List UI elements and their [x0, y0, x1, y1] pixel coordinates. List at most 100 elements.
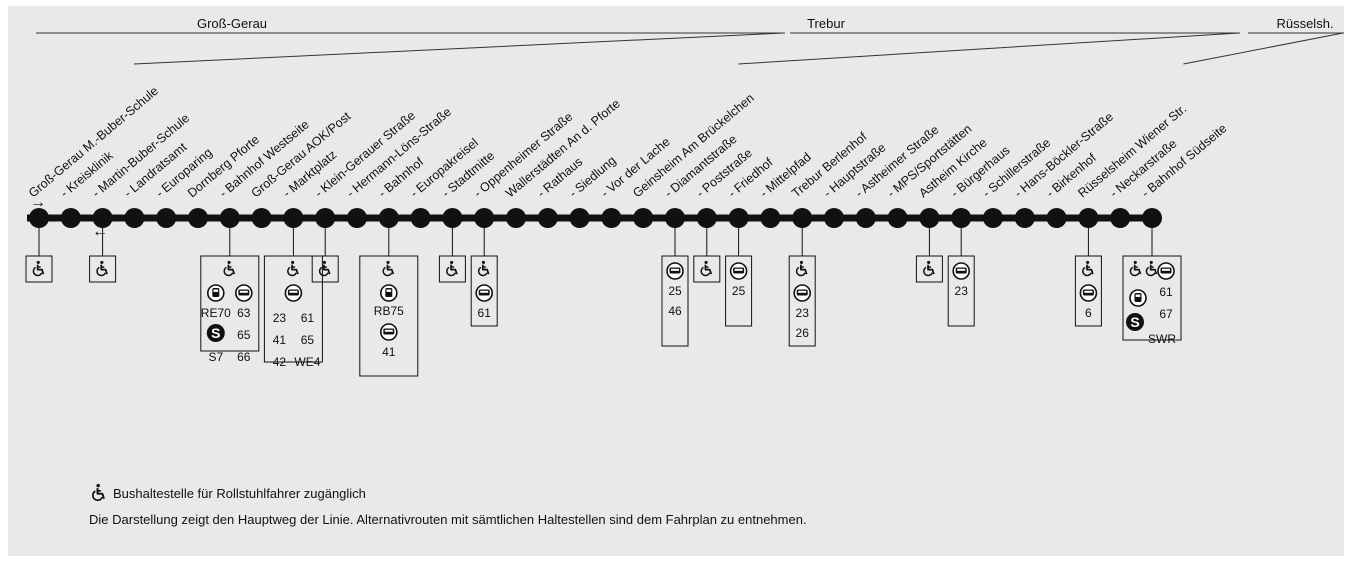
- town-label: Groß-Gerau: [197, 16, 267, 31]
- stop-dot: [665, 208, 685, 228]
- stop-dot: [29, 208, 49, 228]
- bus-line-number: 23: [796, 306, 810, 320]
- legend-wheelchair: Bushaltestelle für Rollstuhlfahrer zugän…: [89, 483, 366, 503]
- route-note: Die Darstellung zeigt den Hauptweg der L…: [89, 512, 807, 527]
- route-panel: [8, 6, 1344, 556]
- sbahn-line-number: S7: [208, 350, 223, 364]
- wheelchair-icon: [795, 260, 808, 277]
- stop-dot: [760, 208, 781, 228]
- wheelchair-icon: [1129, 260, 1142, 277]
- town-label: Trebur: [807, 16, 845, 31]
- stop-dot: [855, 208, 876, 228]
- wheelchair-icon: [318, 260, 331, 277]
- legend-wheelchair-text: Bushaltestelle für Rollstuhlfahrer zugän…: [113, 485, 366, 501]
- stop-dot: [1110, 208, 1131, 228]
- stop-dot: [1142, 208, 1162, 228]
- bus-line-number: 25: [732, 284, 746, 298]
- train-icon: [207, 284, 225, 302]
- sbahn-letter: S: [1130, 314, 1139, 330]
- wheelchair-icon: [477, 260, 490, 277]
- stop-dot: [633, 208, 654, 228]
- stop-dot: [283, 208, 304, 228]
- wheelchair-icon: [382, 260, 395, 277]
- info-box-frame: [470, 255, 498, 327]
- info-box-frame: [438, 255, 466, 283]
- wheelchair-icon: [223, 260, 236, 277]
- bus-icon: [666, 262, 684, 280]
- bus-icon: [284, 284, 303, 302]
- bus-line-number: 26: [796, 326, 810, 340]
- stop-dot: [156, 208, 177, 228]
- stop-dot: [506, 208, 526, 228]
- info-box-frame: [947, 255, 975, 327]
- stop-dot: [442, 208, 463, 228]
- bus-line-number: 67: [1159, 307, 1173, 321]
- wheelchair-icon: [923, 260, 935, 277]
- sbahn-line-number: SWR: [1148, 332, 1176, 346]
- sbahn-icon: S: [206, 324, 225, 342]
- stop-info-box: [438, 226, 466, 283]
- direction-arrow-backward: ←: [92, 223, 108, 240]
- stop-info-box: 25: [725, 226, 753, 327]
- bus-icon: [1079, 284, 1098, 302]
- wheelchair-icon: [96, 260, 108, 277]
- stop-info-box: [25, 226, 53, 283]
- bus-icon: [235, 284, 253, 302]
- bus-icon: [379, 323, 398, 341]
- bus-line-number: 25: [668, 284, 682, 298]
- stop-dot: [824, 208, 844, 228]
- stop-dot: [188, 208, 208, 228]
- info-box-frame: [359, 255, 419, 377]
- wheelchair-icon: [287, 260, 299, 277]
- stop-dot: [569, 208, 590, 228]
- bus-line-number: 65: [301, 333, 315, 347]
- town-label: Rüsselsh.: [1276, 16, 1333, 31]
- wheelchair-icon: [32, 260, 45, 277]
- town-connector: [738, 32, 1240, 65]
- bus-line-number: 63: [237, 306, 251, 320]
- sbahn-letter: S: [211, 325, 220, 341]
- bus-icon: [475, 284, 494, 302]
- bus-line-number: 41: [273, 333, 287, 347]
- wheelchair-icon: [1145, 260, 1158, 277]
- stop-dot: [1046, 208, 1067, 228]
- stop-dot: [696, 208, 717, 228]
- stop-dot: [124, 208, 145, 228]
- stop-info-box: [311, 226, 339, 283]
- info-box-frame: [915, 255, 943, 283]
- info-box-frame: [725, 255, 753, 327]
- info-box-frame: [661, 255, 689, 347]
- info-box-frame: [200, 255, 260, 352]
- bus-line-number: 61: [301, 311, 315, 325]
- sbahn-icon: S: [1126, 313, 1144, 331]
- stop-dot: [983, 208, 1003, 228]
- stop-dot: [919, 208, 940, 228]
- info-box-frame: [1122, 255, 1182, 341]
- stop-dot: [537, 208, 558, 228]
- stop-dot: [251, 208, 272, 228]
- info-box-frame: [25, 255, 53, 283]
- stop-dot: [378, 208, 399, 228]
- stop-info-box: [915, 226, 943, 283]
- stop-dot: [474, 208, 495, 228]
- stop-dot: [792, 208, 813, 228]
- bus-icon: [793, 284, 812, 302]
- stop-dot: [887, 208, 908, 228]
- bus-icon: [729, 262, 748, 280]
- bus-icon: [1157, 262, 1175, 280]
- info-box-frame: [311, 255, 339, 283]
- stop-dot: [601, 208, 622, 228]
- wheelchair-icon: [700, 260, 713, 277]
- stop-dot: [347, 208, 367, 228]
- bus-line-number: 6: [1085, 306, 1092, 320]
- bus-line-number: WE4: [294, 355, 320, 369]
- stop-dot: [1078, 208, 1099, 228]
- town-connector: [133, 32, 785, 65]
- train-icon: [1129, 289, 1147, 307]
